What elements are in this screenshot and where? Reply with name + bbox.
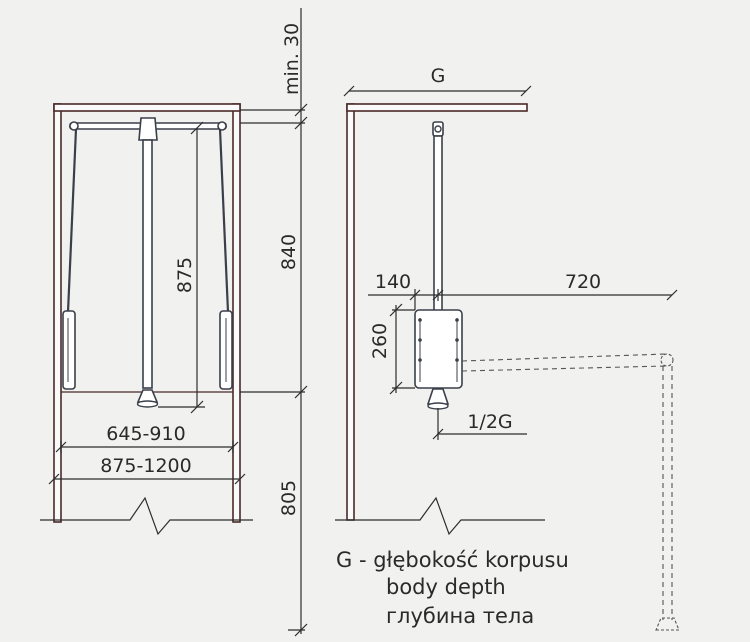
floor-break-left — [40, 496, 253, 536]
label-floor-height: 805 — [278, 480, 300, 516]
dimension-half-depth: 1/2G — [432, 408, 527, 440]
dimension-depth: G — [343, 65, 532, 97]
dimension-basket-width: 140 — [368, 271, 444, 310]
legend: G - głębokość korpusu body depth глубина… — [336, 548, 569, 628]
floor-break-right — [335, 496, 545, 536]
legend-line-2: body depth — [386, 575, 506, 599]
dimension-lift-height: 875 — [158, 121, 205, 414]
label-basket-height: 260 — [369, 323, 391, 359]
vertical-dimensions: min. 30 840 805 — [240, 8, 308, 637]
label-half-depth: 1/2G — [467, 411, 512, 433]
label-depth: G — [431, 65, 446, 87]
dimension-outer-width: 875-1200 — [48, 455, 246, 485]
label-rail-height: 840 — [278, 234, 300, 270]
lift-mechanism-side — [414, 121, 463, 410]
side-view: G — [335, 65, 680, 631]
dimension-basket-height: 260 — [369, 303, 415, 395]
legend-line-3: глубина тела — [386, 604, 534, 628]
dimension-inner-width: 645-910 — [55, 423, 239, 453]
label-inner-width: 645-910 — [106, 423, 185, 445]
extended-position — [461, 353, 680, 631]
legend-line-1: G - głębokość korpusu — [336, 548, 569, 572]
label-min-gap: min. 30 — [281, 23, 303, 95]
label-lift-height: 875 — [174, 257, 196, 293]
lift-mechanism-front — [62, 117, 233, 408]
dimension-reach: 720 — [438, 271, 678, 301]
front-view: 875 645-910 875-1200 — [40, 103, 253, 536]
label-outer-width: 875-1200 — [100, 455, 191, 477]
label-basket-width: 140 — [375, 271, 411, 293]
label-reach: 720 — [565, 271, 601, 293]
